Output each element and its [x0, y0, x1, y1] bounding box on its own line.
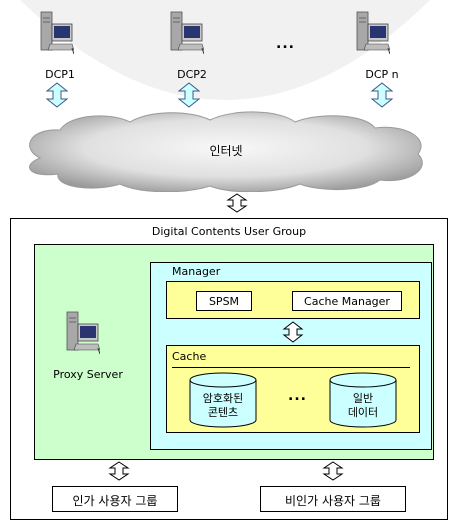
internet-label: 인터넷 [209, 144, 243, 158]
cache-manager-box [292, 291, 402, 311]
encrypted-content-cylinder-icon [189, 372, 257, 428]
spsm-box [196, 291, 252, 311]
unauthorized-user-group-label: 비인가 사용자 그룹 [285, 494, 381, 508]
proxy-server-computer-icon [66, 311, 100, 355]
dcp1-double-arrow [46, 82, 68, 108]
dcp1-label: DCP1 [45, 68, 75, 81]
cache-ellipsis: ... [288, 388, 307, 404]
dcp2-label: DCP2 [177, 68, 207, 81]
internet-cloud [29, 111, 423, 192]
general-data-label-line2: 데이터 [347, 406, 379, 419]
authorized-group-double-arrow [108, 461, 130, 481]
general-data-label-line1: 일반 [352, 392, 374, 405]
user-group-title: Digital Contents User Group [151, 225, 307, 238]
encrypted-content-label-line2: 콘텐츠 [207, 406, 239, 419]
dcp1-computer-icon [40, 11, 74, 55]
unauthorized-user-group-box [260, 486, 406, 512]
manager-title: Manager [172, 265, 221, 278]
internet-group-double-arrow [226, 193, 248, 213]
unauthorized-group-double-arrow [322, 461, 344, 481]
dcpn-label: DCP n [365, 68, 399, 81]
authorized-user-group-label: 인가 사용자 그룹 [72, 494, 158, 508]
proxy-server-label: Proxy Server [53, 368, 123, 381]
encrypted-content-label-line1: 암호화된 [202, 392, 244, 405]
dcp-ellipsis: ... [276, 36, 295, 52]
cache-manager-label: Cache Manager [304, 295, 390, 308]
dcpn-computer-icon [356, 11, 390, 55]
authorized-user-group-box [52, 486, 178, 512]
cache-divider-line [172, 367, 410, 368]
general-data-cylinder-icon [329, 372, 397, 428]
dcpn-double-arrow [371, 82, 393, 108]
dcp2-double-arrow [178, 82, 200, 108]
manager-cache-double-arrow [282, 321, 304, 343]
spsm-label: SPSM [208, 295, 240, 308]
cache-title: Cache [172, 350, 207, 363]
dcp2-computer-icon [170, 11, 204, 55]
background-arc [20, 0, 430, 100]
